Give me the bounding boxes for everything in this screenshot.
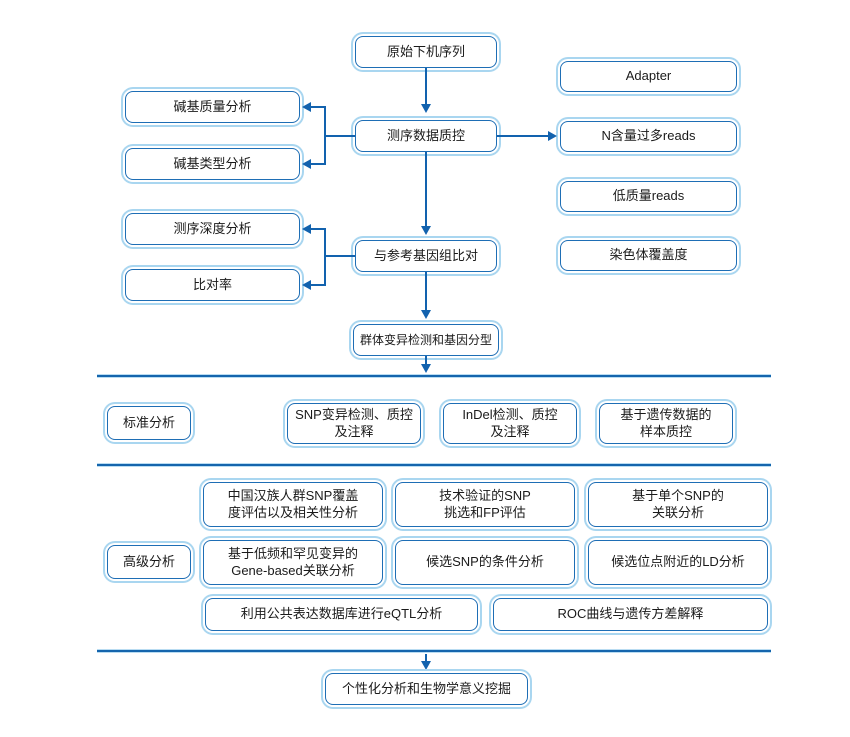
arrow-raw-to-qc-line [425,68,427,105]
node-chromosome-coverage: 染色体覆盖度 [560,240,737,271]
arrow-qc-to-align-head [421,226,431,235]
connector-align-stub [324,255,355,257]
arrow-variant-to-standard-head [421,364,431,373]
divider-standard-top [97,374,771,378]
node-validated-snp: 技术验证的SNP 挑选和FP评估 [395,482,575,527]
arrow-to-base-quality-head [302,102,311,112]
node-gene-based-assoc: 基于低频和罕见变异的 Gene-based关联分析 [203,540,383,585]
arrow-to-personalized-line [425,654,427,662]
connector-qc-branch-bottom [311,163,324,165]
arrow-to-base-type-head [302,159,311,169]
node-han-snp-coverage: 中国汉族人群SNP覆盖 度评估以及相关性分析 [203,482,383,527]
arrow-qc-to-nreads-head [548,131,557,141]
node-sequencing-depth: 测序深度分析 [125,213,300,245]
arrow-variant-to-standard-line [425,356,427,365]
node-personalized: 个性化分析和生物学意义挖掘 [325,673,528,705]
section-label-advanced: 高级分析 [107,545,191,579]
node-low-quality-reads: 低质量reads [560,181,737,212]
connector-qc-vertical [324,106,326,165]
divider-advanced-bottom [97,649,771,653]
connector-qc-branch-top [311,106,324,108]
divider-standard-bottom [97,463,771,467]
connector-align-vertical [324,228,326,286]
node-adapter: Adapter [560,61,737,92]
node-roc-analysis: ROC曲线与遗传方差解释 [493,598,768,631]
connector-align-branch-top [311,228,324,230]
arrow-align-to-variant-head [421,310,431,319]
arrow-to-personalized-head [421,661,431,670]
arrow-align-to-variant-line [425,272,427,311]
node-single-snp-assoc: 基于单个SNP的 关联分析 [588,482,768,527]
connector-align-branch-bottom [311,284,324,286]
arrow-to-mapping-rate-head [302,280,311,290]
arrow-raw-to-qc-head [421,104,431,113]
node-eqtl-analysis: 利用公共表达数据库进行eQTL分析 [205,598,478,631]
node-indel-detection: InDel检测、质控 及注释 [443,403,577,444]
node-base-type: 碱基类型分析 [125,148,300,180]
node-genetic-sample-qc: 基于遗传数据的 样本质控 [599,403,733,444]
node-raw-sequence: 原始下机序列 [355,36,497,68]
connector-qc-stub [324,135,355,137]
arrow-to-depth-head [302,224,311,234]
node-conditional-analysis: 候选SNP的条件分析 [395,540,575,585]
node-base-quality: 碱基质量分析 [125,91,300,123]
node-n-content-reads: N含量过多reads [560,121,737,152]
node-sequencing-qc: 测序数据质控 [355,120,497,152]
node-snp-detection: SNP变异检测、质控 及注释 [287,403,421,444]
node-mapping-rate: 比对率 [125,269,300,301]
node-ld-analysis: 候选位点附近的LD分析 [588,540,768,585]
arrow-qc-to-nreads-line [497,135,549,137]
node-reference-alignment: 与参考基因组比对 [355,240,497,272]
node-variant-genotyping: 群体变异检测和基因分型 [353,324,499,356]
arrow-qc-to-align-line [425,152,427,227]
section-label-standard: 标准分析 [107,406,191,440]
